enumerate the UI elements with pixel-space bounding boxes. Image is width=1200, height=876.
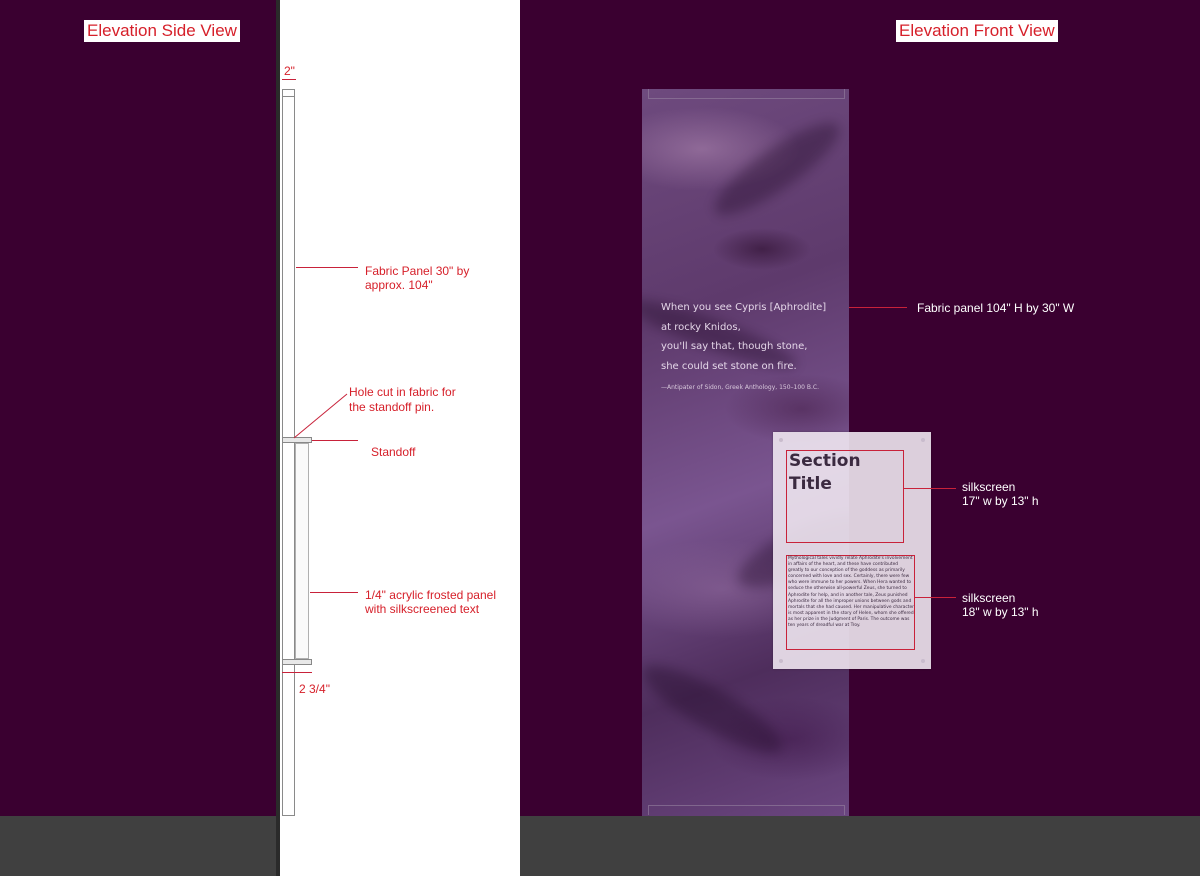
standoff-lower (282, 659, 312, 665)
dim-top-label: 2" (284, 64, 295, 78)
fabric-bottom-hem (648, 805, 845, 815)
acrylic-leader-line (310, 592, 358, 593)
section-title-line: Section (789, 451, 861, 471)
quote-line: at rocky Knidos, (661, 321, 741, 333)
standoff-upper (282, 437, 312, 443)
section-title: Section Title (789, 450, 861, 496)
divider-strip (276, 0, 280, 876)
silkscreen-body-box (786, 555, 915, 650)
section-title-line: Title (789, 474, 832, 494)
front-view-title: Elevation Front View (896, 20, 1058, 42)
floor-strip (0, 816, 1200, 876)
standoff-pin (921, 438, 925, 442)
quote-block: When you see Cypris [Aphrodite] at rocky… (661, 298, 826, 376)
acrylic-panel-side (295, 443, 309, 659)
dim-bottom-line (282, 672, 312, 673)
fabric-panel-top-cap (282, 89, 295, 97)
acrylic-label-1: 1/4" acrylic frosted panel (365, 588, 496, 602)
fabric-front-leader-line (849, 307, 907, 308)
hole-leader-line (293, 393, 348, 439)
fabric-front-label: Fabric panel 104" H by 30" W (917, 301, 1075, 315)
fabric-panel-label-2: approx. 104" (365, 278, 433, 292)
silk1-label-1: silkscreen (962, 480, 1016, 494)
side-view-drawing-area (280, 0, 520, 876)
silkscreen-body-text: Mythological tales vividly relate Aphrod… (788, 556, 914, 629)
fabric-panel-label-1: Fabric Panel 30" by (365, 264, 470, 278)
hole-label-2: the standoff pin. (349, 400, 435, 414)
fabric-leader-line (296, 267, 358, 268)
acrylic-label-2: with silkscreened text (365, 602, 480, 616)
frosted-acrylic-panel (773, 432, 931, 669)
silk2-label-1: silkscreen (962, 591, 1016, 605)
dim-top-line (282, 79, 296, 80)
hole-label-1: Hole cut in fabric for (349, 385, 456, 399)
dim-bottom-label: 2 3/4" (299, 682, 330, 696)
quote-line: she could set stone on fire. (661, 360, 797, 372)
quote-line: you'll say that, though stone, (661, 341, 808, 352)
standoff-pin (779, 438, 783, 442)
standoff-leader-line (312, 440, 358, 441)
fabric-top-hem (648, 89, 845, 99)
fabric-panel-side (282, 89, 295, 816)
silk1-label-2: 17" w by 13" h (962, 494, 1039, 508)
standoff-pin (921, 659, 925, 663)
quote-line: When you see Cypris [Aphrodite] (661, 302, 827, 313)
silk1-leader-line (904, 488, 956, 489)
standoff-label: Standoff (371, 445, 416, 459)
silk2-leader-line (915, 597, 956, 598)
fabric-fold (704, 109, 849, 229)
quote-attribution: —Antipater of Sidon, Greek Anthology, 15… (661, 384, 820, 391)
standoff-pin (779, 659, 783, 663)
silkscreen-title-box (786, 450, 904, 543)
fabric-fold (642, 651, 792, 767)
silk2-label-2: 18" w by 13" h (962, 605, 1039, 619)
side-view-title: Elevation Side View (84, 20, 240, 42)
